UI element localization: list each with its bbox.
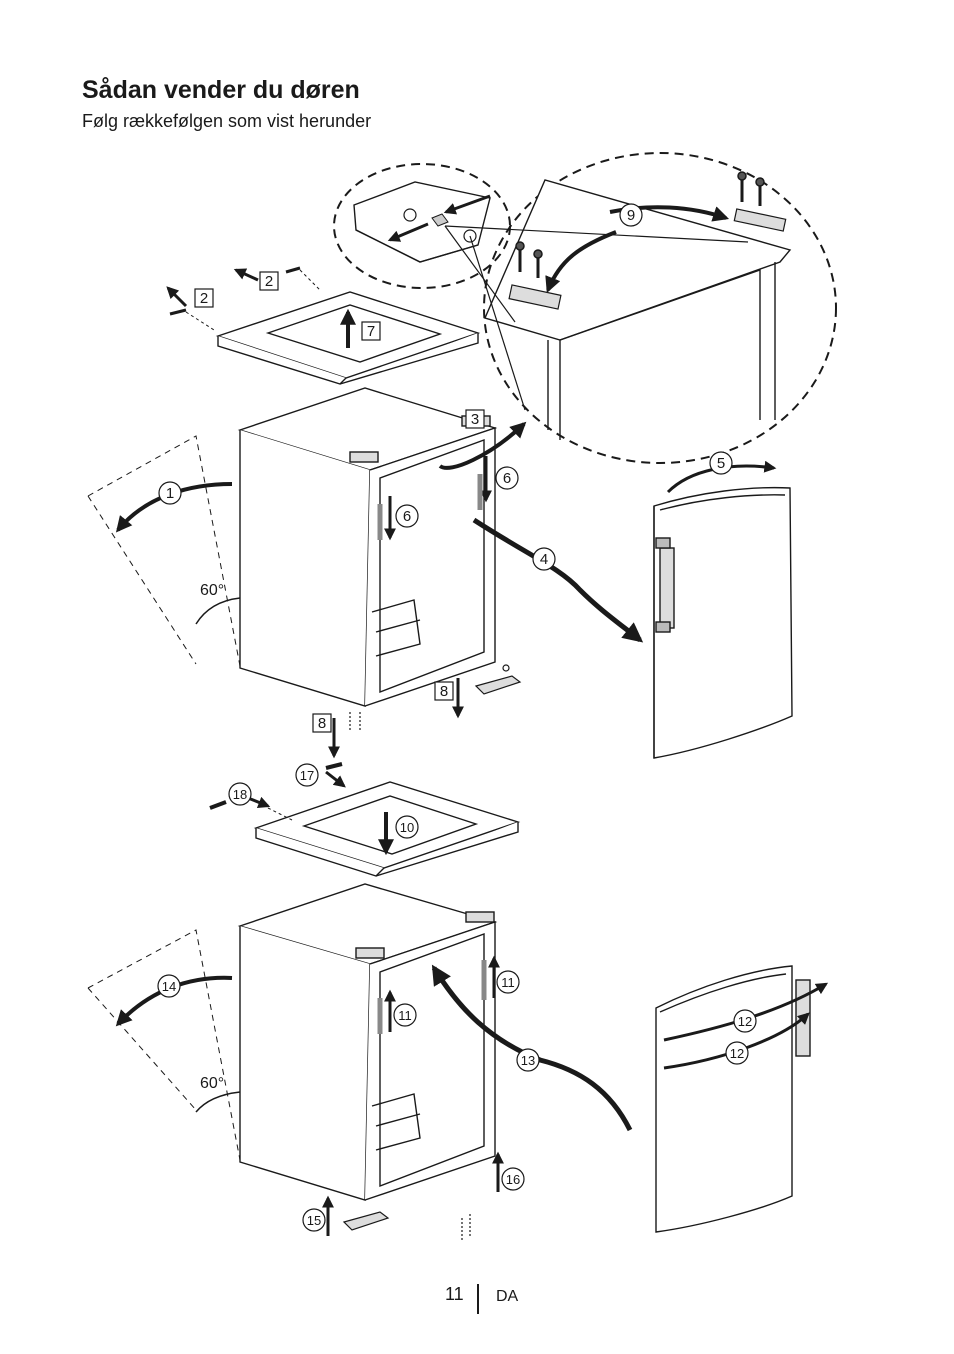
- page-number: 11: [445, 1284, 464, 1304]
- svg-text:16: 16: [506, 1172, 520, 1187]
- step-label-10: 10: [395, 815, 419, 839]
- svg-text:2: 2: [200, 290, 208, 307]
- screws-top-right: [515, 171, 765, 278]
- step-label-8b: 8: [312, 713, 332, 733]
- door-lower: [655, 965, 811, 1233]
- svg-text:8: 8: [318, 715, 326, 732]
- step-label-2b: 2: [259, 271, 279, 291]
- svg-text:14: 14: [162, 979, 176, 994]
- step-label-1: 1: [158, 481, 182, 505]
- step-label-7: 7: [361, 321, 381, 341]
- svg-text:5: 5: [717, 455, 725, 472]
- step-8-arrows: [328, 678, 464, 759]
- step-15-16-arrows: [322, 1151, 504, 1236]
- svg-text:12: 12: [730, 1046, 744, 1061]
- screws-upper-lid: [166, 266, 321, 331]
- angle-label-lower: 60°: [200, 1075, 224, 1092]
- step-3-arrow: [438, 421, 527, 470]
- svg-text:3: 3: [471, 411, 479, 428]
- step-4-arrow: [472, 517, 644, 643]
- svg-text:6: 6: [403, 508, 411, 525]
- step-label-3: 3: [465, 409, 485, 429]
- svg-text:6: 6: [503, 470, 511, 487]
- angle-label-upper: 60°: [200, 582, 224, 599]
- language-code: DA: [496, 1288, 519, 1305]
- hinge-parts-lower-bottom: [342, 1211, 471, 1240]
- page-title: Sådan vender du døren: [82, 76, 360, 104]
- step-label-2a: 2: [194, 288, 214, 308]
- hinge-parts-upper-bottom: [349, 664, 522, 732]
- step-label-14: 14: [157, 974, 181, 998]
- svg-text:2: 2: [265, 273, 273, 290]
- step-label-12b: 12: [725, 1041, 749, 1065]
- svg-text:10: 10: [400, 820, 414, 835]
- svg-text:12: 12: [738, 1014, 752, 1029]
- svg-text:17: 17: [300, 768, 314, 783]
- svg-text:1: 1: [166, 485, 174, 502]
- step-label-15: 15: [302, 1208, 326, 1232]
- step-18-17-arrows: [209, 762, 346, 821]
- step-label-6b: 6: [395, 504, 419, 528]
- step-label-8a: 8: [434, 681, 454, 701]
- page-subtitle: Følg rækkefølgen som vist herunder: [82, 111, 372, 131]
- step-label-12a: 12: [733, 1009, 757, 1033]
- step-label-11b: 11: [393, 1003, 417, 1027]
- svg-text:11: 11: [501, 975, 515, 990]
- swing-area-upper: [87, 435, 241, 667]
- detail-arrows-small: [387, 194, 491, 242]
- fridge-body-lower: [237, 883, 498, 1201]
- angle-arc-upper: [195, 597, 241, 625]
- fridge-body-upper: [237, 387, 498, 707]
- footer-divider: [477, 1284, 479, 1314]
- step-label-9: 9: [619, 203, 643, 227]
- angle-arc-lower: [195, 1091, 241, 1113]
- hinge-detail-large-circle: [483, 152, 837, 464]
- step-6-arrows: [377, 456, 492, 541]
- door-upper: [653, 486, 793, 759]
- svg-text:4: 4: [540, 551, 548, 568]
- swing-area-lower: [87, 929, 241, 1161]
- step-label-18: 18: [228, 782, 252, 806]
- step-label-17: 17: [295, 763, 319, 787]
- svg-text:18: 18: [233, 787, 247, 802]
- svg-text:7: 7: [367, 323, 375, 340]
- svg-text:13: 13: [521, 1053, 535, 1068]
- step-labels: 1 2 2 7 9 6 6 4 5 3 8 8 17 18 10 14 11 1…: [157, 203, 757, 1232]
- svg-text:8: 8: [440, 683, 448, 700]
- step-11-arrows: [377, 955, 500, 1034]
- svg-text:15: 15: [307, 1213, 321, 1228]
- detail-connector-lines: [444, 225, 749, 411]
- svg-text:11: 11: [398, 1008, 412, 1023]
- step-label-6a: 6: [495, 466, 519, 490]
- step-label-11a: 11: [496, 970, 520, 994]
- svg-text:9: 9: [627, 207, 635, 224]
- step-label-16: 16: [501, 1167, 525, 1191]
- step-13-arrow: [431, 964, 633, 1132]
- step-label-13: 13: [516, 1048, 540, 1072]
- step-label-4: 4: [532, 547, 556, 571]
- page-footer: 11 DA: [0, 1284, 954, 1314]
- step-label-5: 5: [709, 451, 733, 475]
